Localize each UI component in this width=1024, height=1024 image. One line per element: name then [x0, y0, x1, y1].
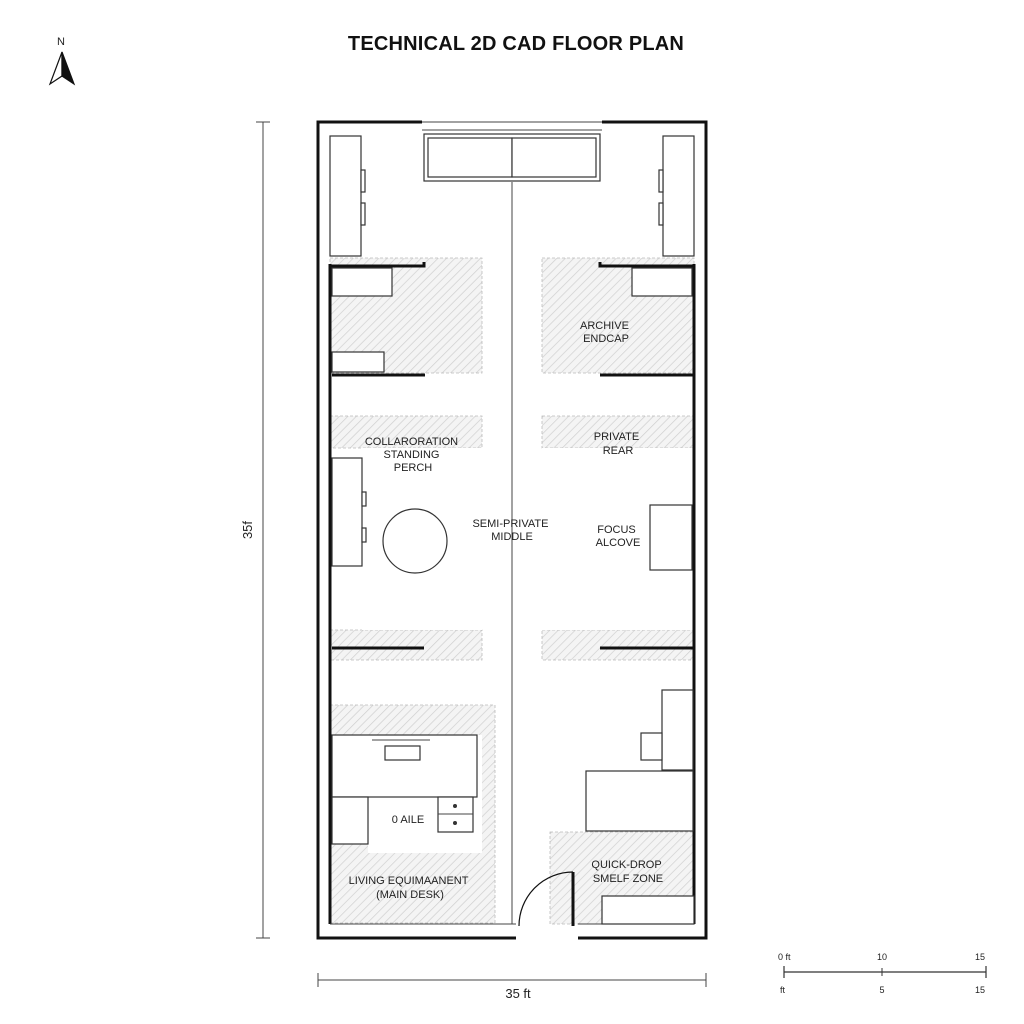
zone-label-quick-drop: QUICK-DROP SMELF ZONE: [591, 859, 664, 885]
height-dimension: 35f: [240, 121, 270, 939]
counter-handle: [361, 491, 367, 507]
front-window-unit: [423, 133, 601, 182]
north-arrow-icon: N: [48, 36, 76, 86]
round-perch-table: [382, 508, 448, 574]
tall-cabinet: [661, 689, 694, 771]
counter-handle: [361, 527, 367, 543]
zone-label-focus-alcove: FOCUS ALCOVE: [596, 524, 641, 549]
bench: [331, 351, 385, 373]
drop-shelf: [601, 895, 695, 925]
scale-label-start: 0 ft: [778, 952, 791, 962]
entry-door: [518, 871, 575, 927]
shelf-unit: [331, 267, 393, 297]
scale-label-mid: 10: [877, 952, 887, 962]
focus-desk: [649, 504, 693, 571]
scale-label-end: 15: [975, 952, 985, 962]
chair: [640, 732, 663, 761]
north-label: N: [57, 36, 65, 48]
drawer-knob: [453, 804, 457, 808]
desk-monitor: [384, 745, 421, 761]
standing-counter: [331, 457, 363, 567]
cabinet-top-left: [329, 135, 362, 257]
width-dimension: 35 ft: [317, 973, 707, 1001]
zone-private-bottom-strip: [541, 629, 695, 661]
cabinet-handle: [658, 169, 664, 193]
zone-collab-bottom-strip: [329, 629, 483, 661]
cabinet-handle: [360, 169, 366, 193]
zone-collab-top-strip: [329, 415, 483, 449]
scale-bar: 0 ft 10 15 ft 5 15: [778, 952, 987, 995]
zone-label-aisle: 0 AILE: [392, 814, 424, 826]
scale-label-five: 5: [879, 985, 884, 995]
drawer-knob: [453, 821, 457, 825]
cabinet-handle: [360, 202, 366, 226]
cabinet-top-right: [662, 135, 695, 257]
cabinet-handle: [658, 202, 664, 226]
height-dimension-label: 35f: [240, 521, 255, 539]
width-dimension-label: 35 ft: [505, 986, 531, 1001]
archive-shelf: [631, 267, 693, 297]
scale-label-fifteen: 15: [975, 985, 985, 995]
page-title: TECHNICAL 2D CAD FLOOR PLAN: [348, 33, 684, 55]
zone-label-collaboration: COLLARORATION STANDING PERCH: [365, 436, 461, 474]
rear-desk: [585, 770, 694, 832]
zone-label-private-rear: PRIVATE REAR: [594, 431, 643, 457]
zone-label-living: LIVING EQUIMAANENT (MAIN DESK): [349, 875, 472, 901]
zone-label-archive: ARCHIVE ENDCAP: [580, 320, 632, 345]
side-cabinet: [331, 796, 369, 845]
scale-label-unit: ft: [780, 985, 786, 995]
main-desk: [331, 734, 478, 798]
zone-label-semi-private: SEMI-PRIVATE MIDDLE: [472, 518, 551, 543]
